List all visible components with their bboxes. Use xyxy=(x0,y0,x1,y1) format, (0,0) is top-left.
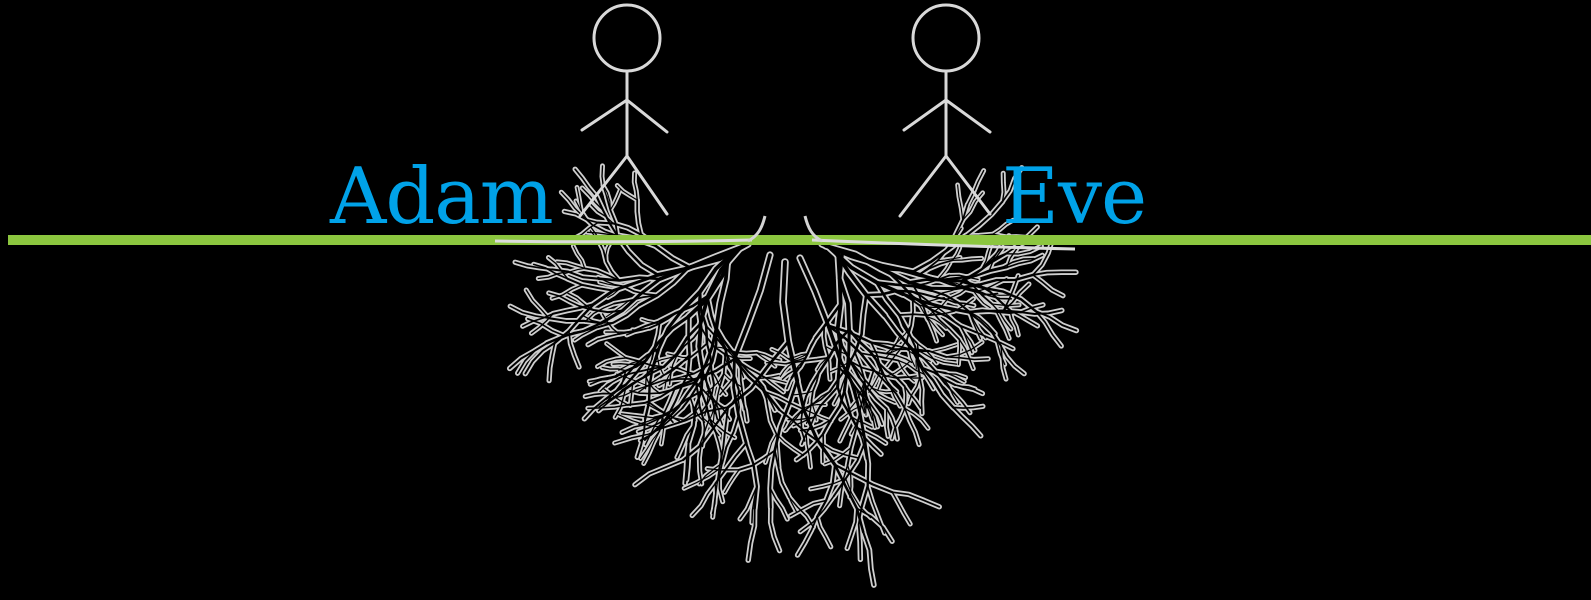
label-eve: Eve xyxy=(1002,158,1146,236)
root-branch-core xyxy=(968,311,1021,313)
root-branch-core xyxy=(613,364,636,365)
label-adam: Adam xyxy=(330,158,553,236)
root-branch-core xyxy=(899,314,943,315)
root-branch-core xyxy=(688,317,690,375)
ground-line xyxy=(8,235,1591,245)
